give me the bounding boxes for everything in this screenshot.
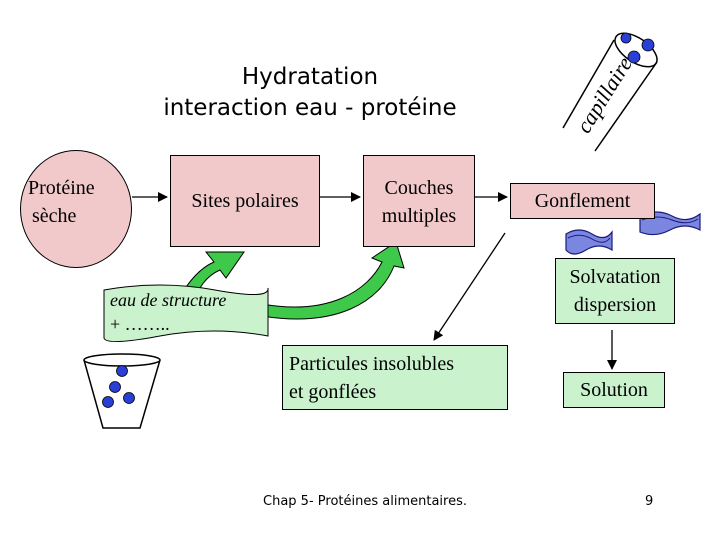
- capillaire-label: capillaire: [570, 52, 637, 138]
- page-number: 9: [645, 494, 654, 509]
- gonflement-label: Gonflement: [534, 189, 631, 212]
- capillary-tube-icon: [562, 32, 658, 152]
- gonflement-box: Gonflement: [510, 183, 655, 219]
- title-line-1: Hydratation: [241, 64, 379, 90]
- couches-multiples-box: Couches multiples: [363, 155, 475, 247]
- solution-label: Solution: [580, 378, 648, 401]
- eau-de-structure-label: eau de structure + ……..: [110, 290, 227, 334]
- proteine-seche-node: [20, 150, 132, 268]
- sites-polaires-box: Sites polaires: [170, 155, 320, 247]
- flag-wave-icon-left: [565, 229, 613, 255]
- solution-box: Solution: [563, 372, 665, 408]
- arrow-gonflement-to-particules: [433, 232, 506, 341]
- green-arrow-eau-to-couches: [261, 241, 405, 320]
- eau-de-structure-banner: [103, 284, 269, 342]
- particules-box: Particules insolubles et gonflées: [282, 345, 508, 410]
- slide-title: Hydratation interaction eau - protéine: [100, 62, 520, 124]
- footer-text: Chap 5- Protéines alimentaires.: [263, 494, 467, 509]
- title-line-2: interaction eau - protéine: [163, 95, 457, 121]
- beaker-icon: [83, 353, 161, 429]
- sites-polaires-label: Sites polaires: [191, 189, 299, 212]
- proteine-seche-label: Protéine sèche: [28, 177, 95, 227]
- solvatation-box: Solvatation dispersion: [555, 258, 675, 324]
